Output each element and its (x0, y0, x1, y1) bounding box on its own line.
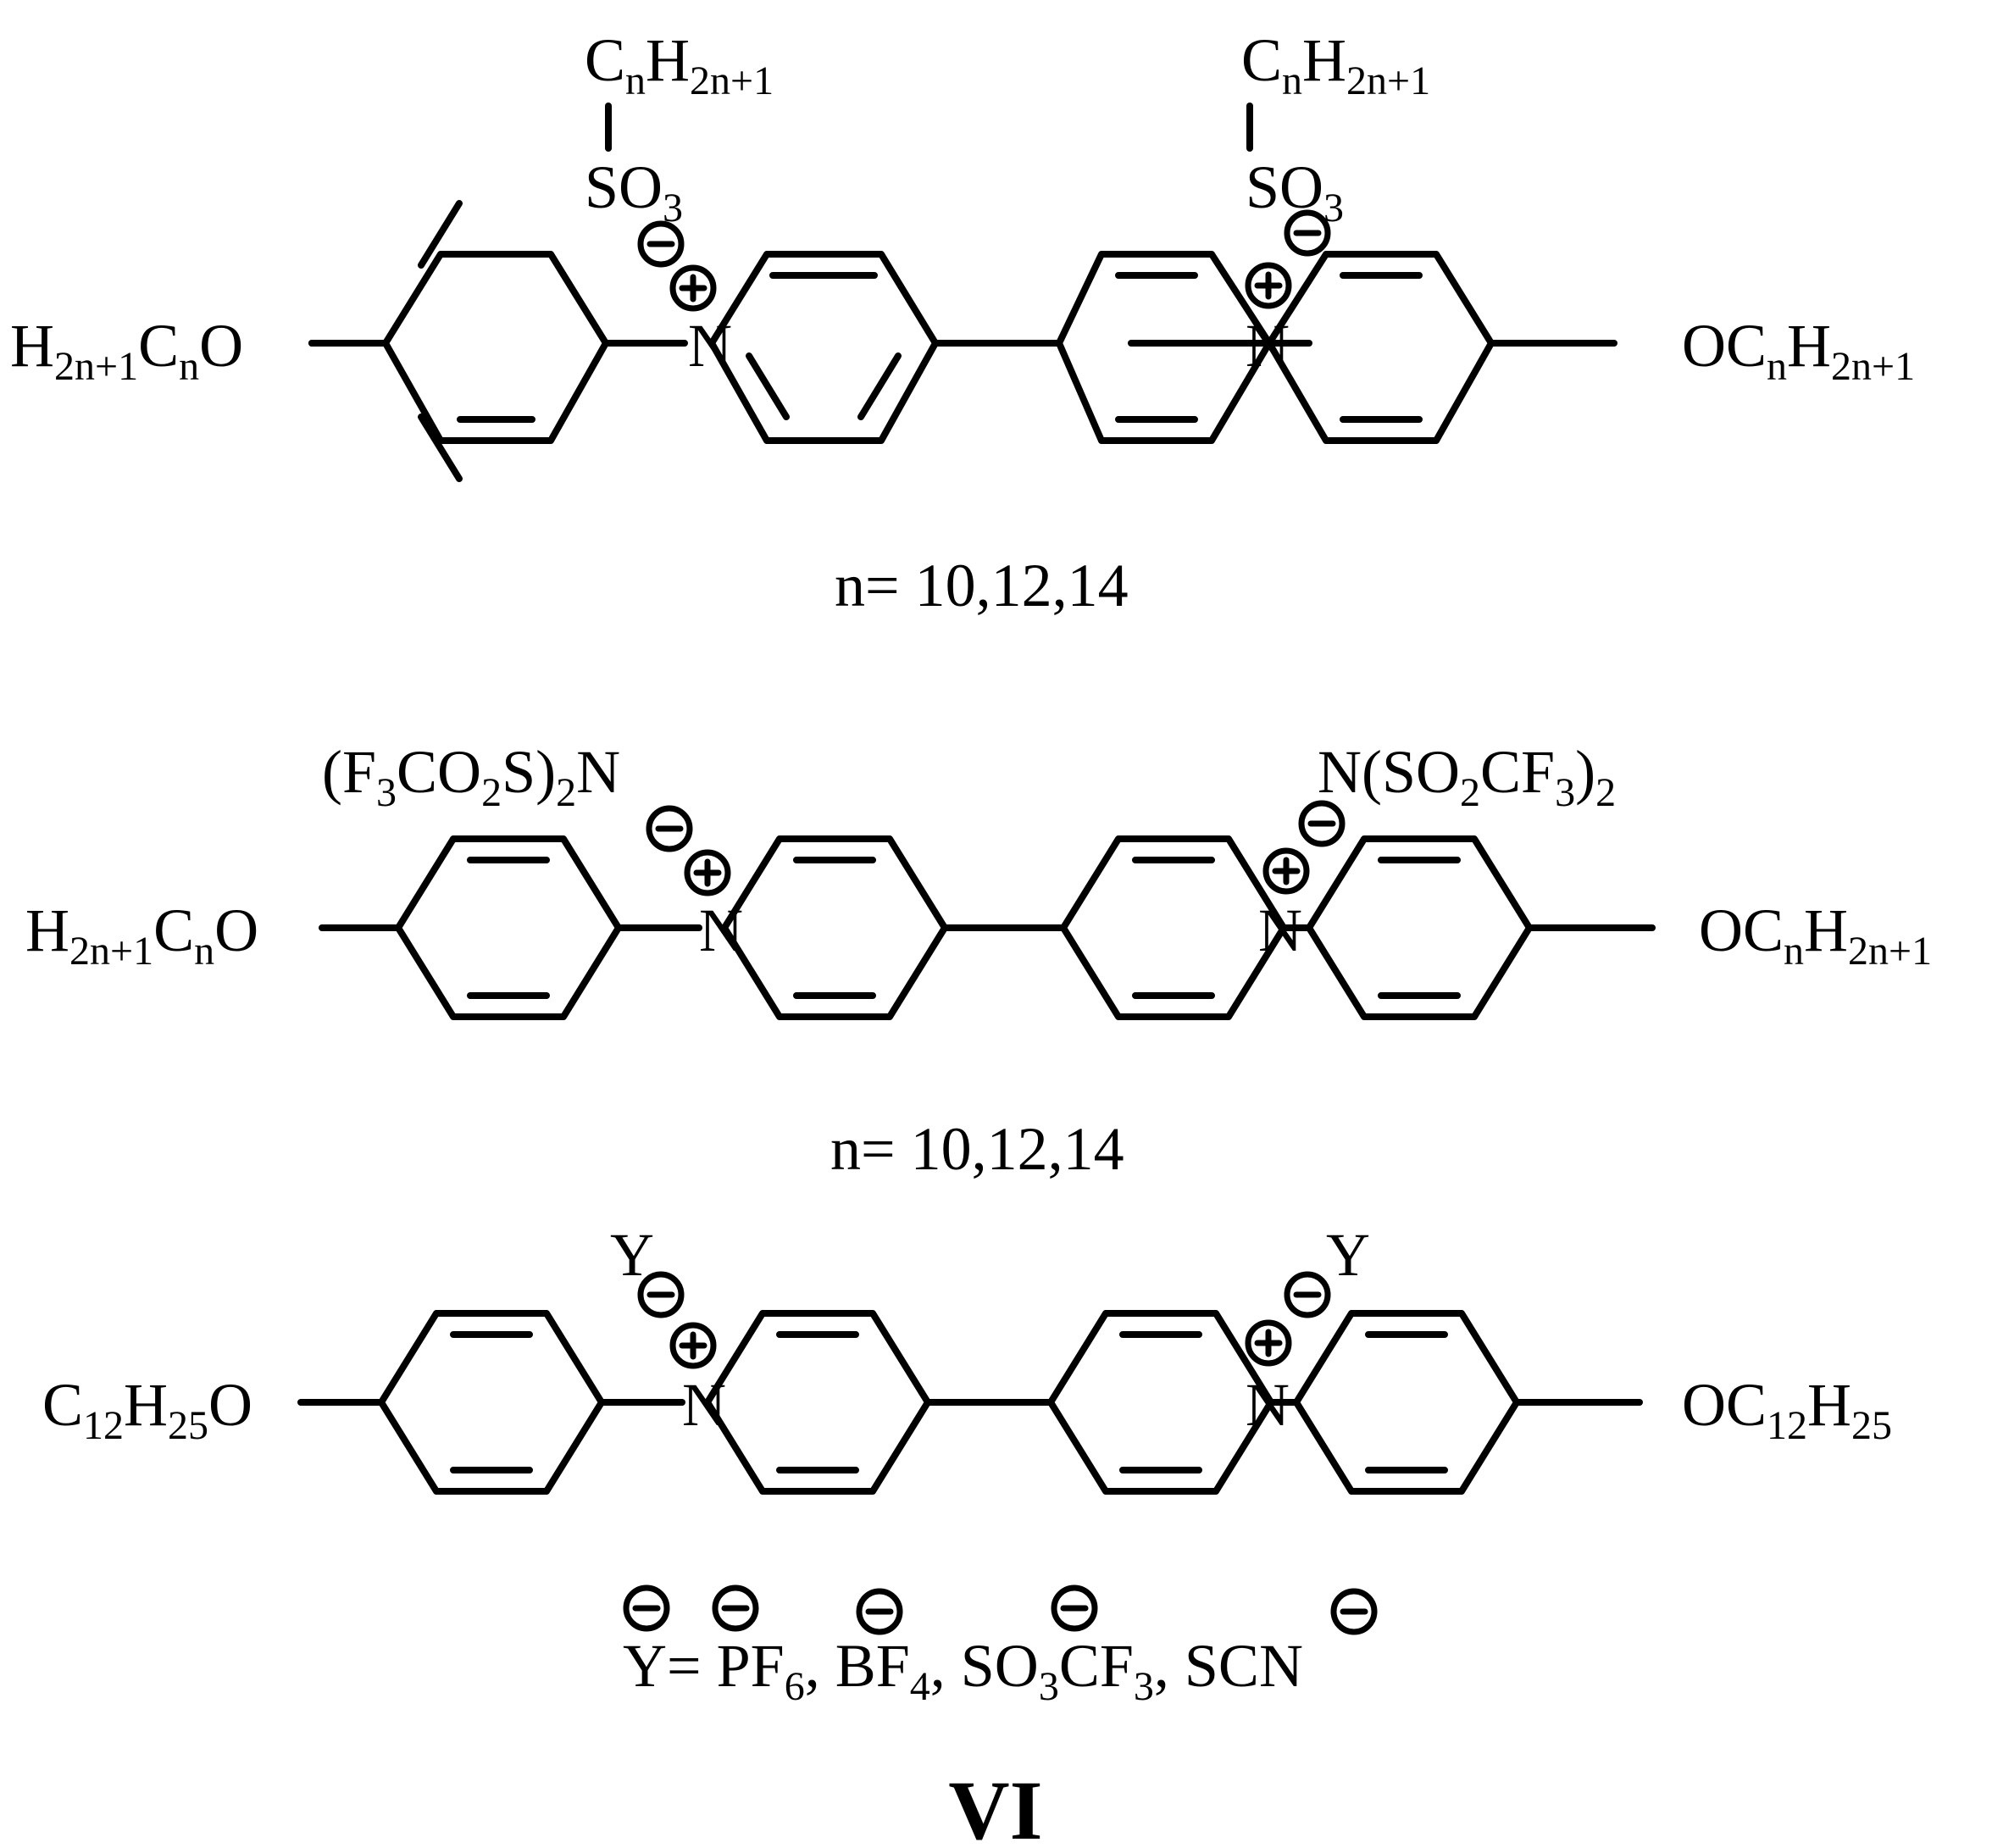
molecule-3-bonds (297, 1310, 1643, 1495)
m3-nitrogen-right: N (1246, 1371, 1290, 1439)
m3-right-chain: OC12H25 (1682, 1371, 1892, 1448)
m3-caption: Y= PF6, BF4, SO3CF3, SCN (623, 1632, 1303, 1709)
caption-pf6-minus-icon (712, 1584, 759, 1632)
m1-right-anion-minus-icon (1284, 209, 1331, 257)
molecule-3 (297, 1310, 1643, 1495)
molecule-2-bonds (319, 835, 1656, 1020)
m3-left-cation-plus-icon (669, 1322, 717, 1369)
m1-right-anion-so3: SO3 (1246, 153, 1344, 230)
compound-number: VI (948, 1763, 1042, 1848)
m1-left-anion-chain: CnH2n+1 (585, 26, 774, 103)
molecule-1 (308, 103, 1617, 482)
m1-left-cation-plus-icon (669, 264, 717, 312)
m3-right-cation-plus-icon (1245, 1319, 1292, 1367)
m1-nitrogen-left: N (688, 312, 732, 380)
m2-right-chain: OCnH2n+1 (1699, 896, 1932, 974)
caption-scn-minus-icon (1330, 1588, 1378, 1635)
m1-nitrogen-right: N (1246, 312, 1290, 380)
m2-nitrogen-right: N (1258, 896, 1302, 964)
caption-pf6-y-minus-icon (623, 1584, 670, 1632)
m3-right-anion: Y (1326, 1221, 1370, 1289)
m3-left-anion-minus-icon (637, 1271, 685, 1318)
m2-caption: n= 10,12,14 (830, 1115, 1124, 1183)
caption-triflate-minus-icon (1051, 1584, 1098, 1632)
m1-right-anion-chain: CnH2n+1 (1241, 26, 1430, 103)
m1-left-anion-minus-icon (637, 220, 685, 268)
m3-nitrogen-left: N (682, 1371, 726, 1439)
molecule-2 (319, 835, 1656, 1020)
m2-right-anion-minus-icon (1298, 800, 1346, 847)
m1-right-cation-plus-icon (1245, 262, 1292, 309)
molecule-1-bonds (308, 103, 1617, 482)
caption-bf4-minus-icon (856, 1588, 903, 1635)
m3-right-anion-minus-icon (1284, 1271, 1331, 1318)
m2-nitrogen-left: N (699, 896, 743, 964)
m2-left-anion-minus-icon (646, 805, 693, 852)
m1-right-chain: OCnH2n+1 (1682, 312, 1915, 389)
m2-right-anion: N(SO2CF3)2 (1318, 738, 1616, 815)
m1-caption: n= 10,12,14 (835, 552, 1129, 619)
m2-left-anion: (F3CO2S)2N (322, 738, 620, 815)
m1-left-anion-so3: SO3 (585, 153, 683, 230)
m3-left-chain: C12H25O (42, 1371, 252, 1448)
m2-left-chain: H2n+1CnO (25, 896, 258, 974)
m2-left-cation-plus-icon (684, 849, 731, 896)
m1-left-chain: H2n+1CnO (10, 312, 243, 389)
m2-right-cation-plus-icon (1262, 847, 1310, 895)
